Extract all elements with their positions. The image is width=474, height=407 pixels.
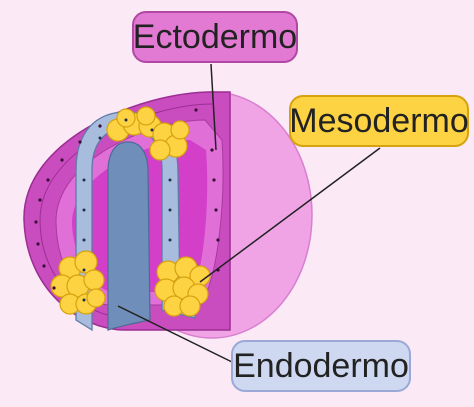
endoderm-leader-line (117, 305, 233, 363)
mesoderm-label: Mesodermo (289, 95, 469, 147)
endoderm-label: Endodermo (231, 340, 411, 392)
mesoderm-cluster-right (154, 256, 211, 317)
endoderm-nuclei (82, 118, 172, 302)
archenteron (107, 141, 151, 331)
mesoderm-leader-line (199, 147, 381, 283)
ectoderm-label: Ectodermo (132, 11, 298, 63)
mesoderm-cluster-top (106, 106, 190, 161)
ectoderm-nuclei (34, 108, 220, 290)
mesoderm-cluster-left (50, 250, 106, 315)
ectoderm-leader-line (210, 63, 217, 151)
